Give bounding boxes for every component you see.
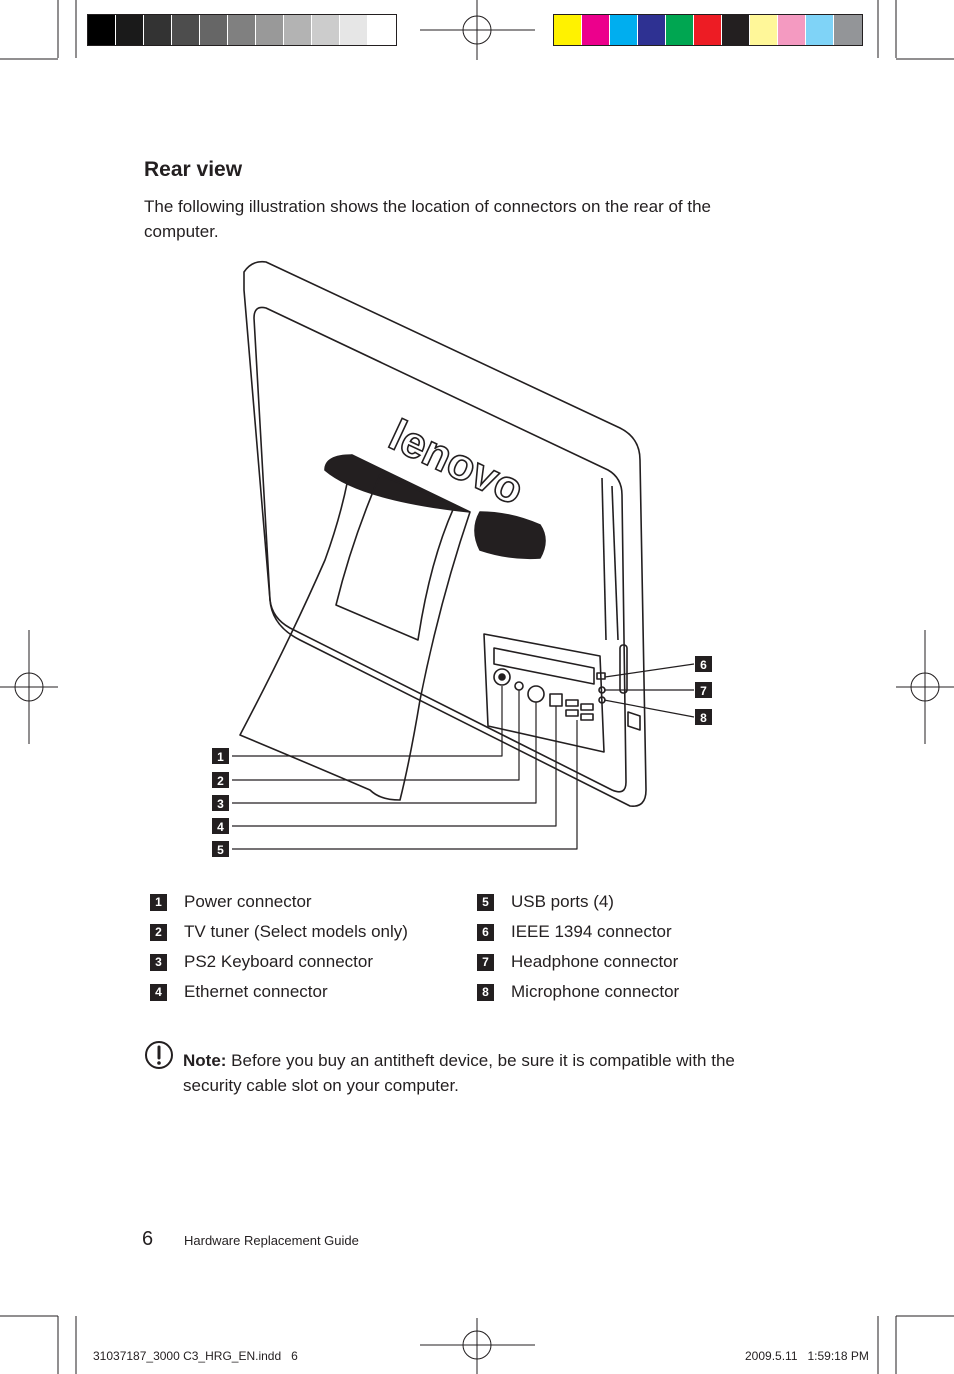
running-footer-title: Hardware Replacement Guide	[184, 1233, 359, 1248]
grayscale-color-bar	[87, 14, 397, 46]
legend-item-power: 1 Power connector	[150, 890, 312, 914]
slug-timestamp: 2009.5.11 1:59:18 PM	[745, 1349, 869, 1363]
legend-item-tv-tuner: 2 TV tuner (Select models only)	[150, 920, 408, 944]
note-label: Note:	[183, 1051, 227, 1070]
number-badge-icon: 5	[477, 893, 494, 911]
tv-tuner-port	[514, 681, 524, 691]
color-swatch-1	[554, 15, 582, 45]
computer-rear-illustration: lenovo 1 2 3 4 5 6 7 8	[212, 260, 712, 857]
ethernet-port	[549, 693, 563, 707]
color-swatch-5	[666, 15, 694, 45]
power-port	[493, 668, 511, 686]
color-swatch-7	[722, 15, 750, 45]
note-block: Note: Before you buy an antitheft device…	[144, 1040, 784, 1098]
page-number: 6	[142, 1228, 154, 1250]
callout-badge-6: 6	[695, 656, 712, 672]
svg-text:6: 6	[700, 658, 707, 672]
slug-file-info: 31037187_3000 C3_HRG_EN.indd 6	[93, 1349, 298, 1363]
ps2-port	[527, 685, 545, 703]
section-heading: Rear view	[144, 158, 243, 181]
note-body: Before you buy an antitheft device, be s…	[183, 1051, 735, 1095]
color-swatch-8	[750, 15, 778, 45]
gray-swatch-5	[200, 15, 228, 45]
svg-text:4: 4	[217, 820, 224, 834]
usb-port-1	[565, 699, 579, 707]
callout-badge-7: 7	[695, 682, 712, 698]
ieee1394-port	[596, 672, 606, 680]
gray-swatch-1	[88, 15, 116, 45]
intro-paragraph: The following illustration shows the loc…	[144, 197, 711, 241]
legend-item-ps2: 3 PS2 Keyboard connector	[150, 950, 373, 974]
legend-item-ethernet: 4 Ethernet connector	[150, 980, 328, 1004]
exclamation-circle-icon	[145, 1041, 173, 1069]
svg-text:7: 7	[700, 684, 707, 698]
gray-swatch-3	[144, 15, 172, 45]
usb-port-2	[565, 709, 579, 717]
color-swatch-11	[834, 15, 862, 45]
security-slot	[619, 644, 628, 694]
number-badge-icon: 1	[150, 893, 167, 911]
svg-text:2: 2	[217, 774, 224, 788]
port-panel	[483, 633, 605, 753]
number-badge-icon: 4	[150, 983, 167, 1001]
callout-badge-2: 2	[212, 772, 229, 788]
legend-item-usb: 5 USB ports (4)	[477, 890, 614, 914]
number-badge-icon: 6	[477, 923, 494, 941]
gray-swatch-4	[172, 15, 200, 45]
stand-hinge	[474, 511, 546, 560]
number-badge-icon: 3	[150, 953, 167, 971]
callout-badge-1: 1	[212, 748, 229, 764]
usb-port-4	[580, 713, 594, 721]
legend-item-ieee1394: 6 IEEE 1394 connector	[477, 920, 672, 944]
svg-text:5: 5	[217, 843, 224, 857]
callout-badge-8: 8	[695, 709, 712, 725]
number-badge-icon: 8	[477, 983, 494, 1001]
gray-swatch-7	[256, 15, 284, 45]
callout-badge-3: 3	[212, 795, 229, 811]
gray-swatch-2	[116, 15, 144, 45]
monitor-inner-rim	[253, 306, 627, 793]
gray-swatch-8	[284, 15, 312, 45]
stand-arm	[239, 454, 471, 801]
color-swatch-2	[582, 15, 610, 45]
number-badge-icon: 7	[477, 953, 494, 971]
gray-swatch-9	[312, 15, 340, 45]
gray-swatch-11	[368, 15, 396, 45]
legend-item-headphone: 7 Headphone connector	[477, 950, 678, 974]
color-swatch-10	[806, 15, 834, 45]
svg-text:3: 3	[217, 797, 224, 811]
color-swatch-4	[638, 15, 666, 45]
gray-swatch-6	[228, 15, 256, 45]
side-usb-port	[627, 711, 641, 731]
process-color-bar	[553, 14, 863, 46]
monitor-outer-shell	[243, 260, 647, 807]
color-swatch-3	[610, 15, 638, 45]
callout-badge-4: 4	[212, 818, 229, 834]
gray-swatch-10	[340, 15, 368, 45]
legend-item-microphone: 8 Microphone connector	[477, 980, 679, 1004]
stand-cutout	[335, 474, 456, 641]
color-swatch-6	[694, 15, 722, 45]
number-badge-icon: 2	[150, 923, 167, 941]
svg-text:1: 1	[217, 750, 224, 764]
color-swatch-9	[778, 15, 806, 45]
usb-port-3	[580, 703, 594, 711]
svg-text:8: 8	[700, 711, 707, 725]
callout-badge-5: 5	[212, 841, 229, 857]
note-text: Note: Before you buy an antitheft device…	[183, 1048, 784, 1098]
